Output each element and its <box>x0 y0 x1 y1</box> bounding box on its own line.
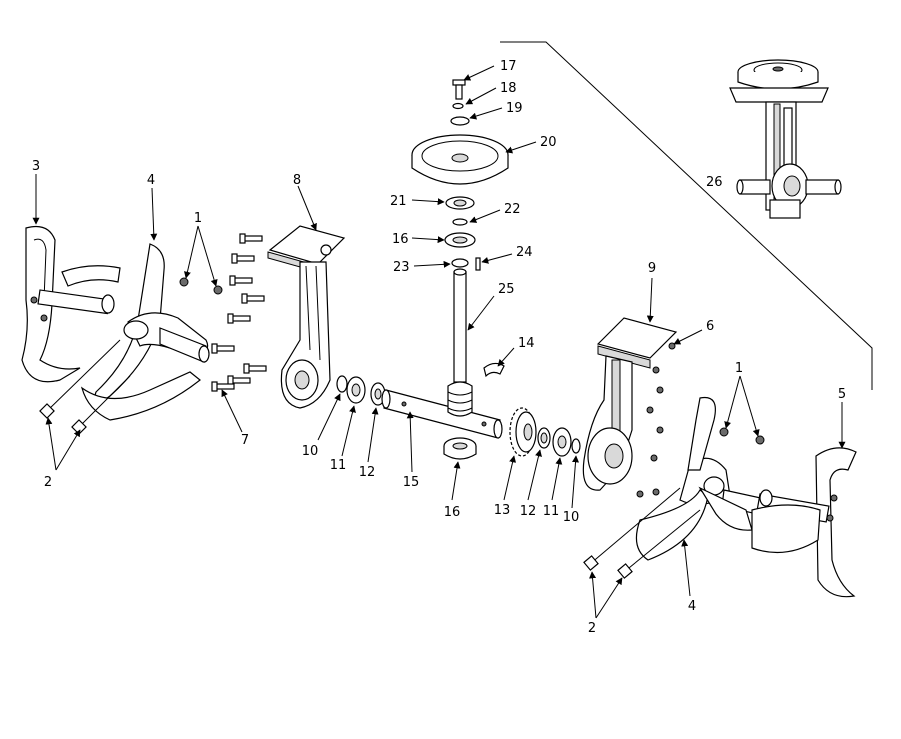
callout-22: 22 <box>504 202 521 217</box>
hex-bolt-set-7 <box>211 233 267 392</box>
assembled-tiller-unit-26 <box>729 59 842 219</box>
outer-tine-right-5 <box>751 447 857 598</box>
callout-12-left: 12 <box>359 465 376 480</box>
callout-20: 20 <box>540 135 557 150</box>
inner-tine-left-4 <box>80 243 210 421</box>
callout-8: 8 <box>293 173 301 188</box>
inner-tine-right-4 <box>635 396 771 561</box>
callout-13: 13 <box>494 503 511 518</box>
callout-2-left: 2 <box>44 475 52 490</box>
hex-nut-right-1 <box>719 427 765 445</box>
inset-divider-line <box>500 41 873 390</box>
transmission-housing-left-8 <box>267 225 346 409</box>
callout-9: 9 <box>648 261 656 276</box>
tine-shaft-15 <box>381 389 503 439</box>
callout-4-right: 4 <box>688 599 696 614</box>
woodruff-key-14 <box>483 362 505 378</box>
callout-1-right: 1 <box>735 361 743 376</box>
callout-11-left: 11 <box>330 458 347 473</box>
worm-drive-25 <box>447 268 473 417</box>
callout-3: 3 <box>32 159 40 174</box>
callout-23: 23 <box>393 260 410 275</box>
callout-5: 5 <box>838 387 846 402</box>
callout-16-bottom: 16 <box>444 505 461 520</box>
callout-labels: 3 4 1 8 2 7 10 11 12 15 16 13 12 11 10 1… <box>32 59 846 636</box>
callout-14: 14 <box>518 336 535 351</box>
callout-19: 19 <box>506 101 523 116</box>
callout-10-right: 10 <box>563 510 580 525</box>
transmission-housing-right-9 <box>582 317 678 491</box>
callout-12-right: 12 <box>520 504 537 519</box>
bearing-stack-left <box>336 375 386 406</box>
callout-24: 24 <box>516 245 533 260</box>
bearing-bottom-16 <box>443 437 477 460</box>
bolt-right-2 <box>583 487 701 579</box>
callout-4-left: 4 <box>147 173 155 188</box>
bearing-stack-right <box>537 427 581 457</box>
callout-17: 17 <box>500 59 517 74</box>
callout-16-top: 16 <box>392 232 409 247</box>
hex-nut-left-1 <box>179 277 223 295</box>
callout-1-left: 1 <box>194 211 202 226</box>
callout-10-left: 10 <box>302 444 319 459</box>
callout-21: 21 <box>390 194 407 209</box>
leader-lines <box>32 65 846 619</box>
callout-15: 15 <box>403 475 420 490</box>
bolt-left-2 <box>39 339 131 435</box>
callout-25: 25 <box>498 282 515 297</box>
hex-nut-set-6 <box>636 342 676 498</box>
callout-6: 6 <box>706 319 714 334</box>
callout-11-right: 11 <box>543 504 560 519</box>
pulley-stack <box>411 79 509 271</box>
callout-2-right: 2 <box>588 621 596 636</box>
spur-gear-13 <box>509 407 537 457</box>
callout-26: 26 <box>706 175 723 190</box>
callout-18: 18 <box>500 81 517 96</box>
outer-tine-left-3 <box>21 225 121 383</box>
callout-7: 7 <box>241 433 249 448</box>
